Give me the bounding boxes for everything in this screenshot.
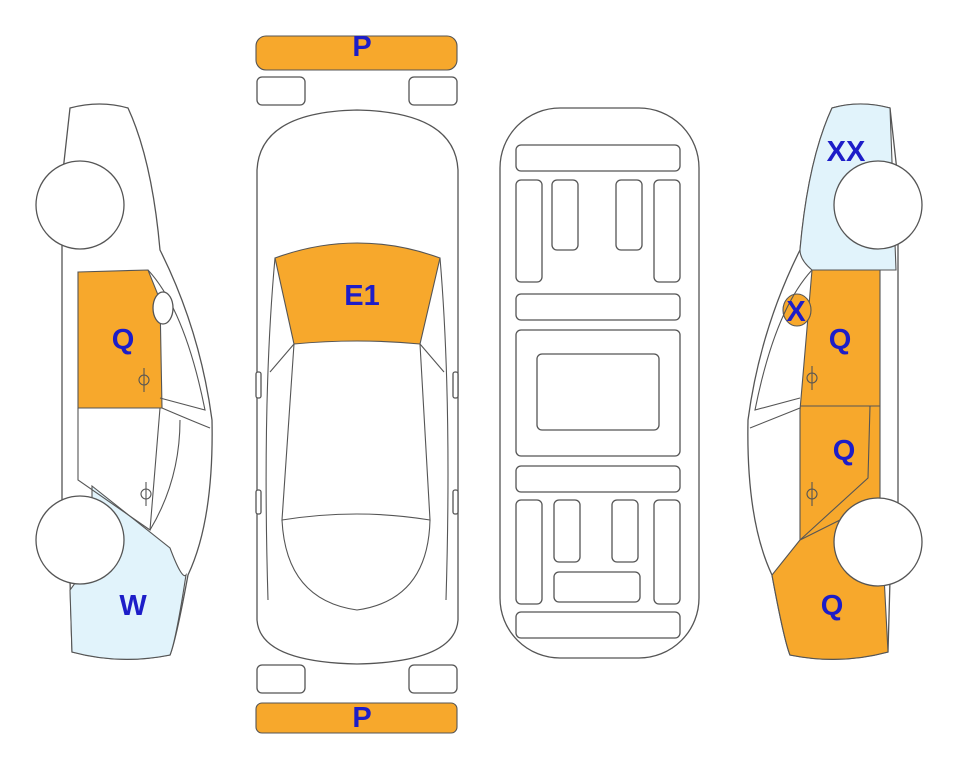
left-rear-quarter-label: W (119, 590, 147, 622)
left-side-front-wheel (35, 160, 125, 250)
left-door-handle-front (138, 368, 150, 392)
left-side-view (35, 103, 213, 660)
roof-outline (281, 343, 431, 521)
right-front-door-label: Q (829, 324, 852, 356)
right-mirror-top (452, 371, 459, 399)
ub-fr-rail (653, 179, 681, 283)
rear-bumper-label: P (352, 702, 371, 734)
rear-right-light (408, 664, 458, 694)
left-side-door-lower (77, 407, 161, 531)
ub-fl-rail (515, 179, 543, 283)
right-door-line (419, 343, 445, 373)
right-side-window-line (754, 269, 813, 411)
right-rear-door-label: Q (833, 435, 856, 467)
ub-front-bar (515, 144, 681, 172)
right-handle-top (452, 489, 459, 515)
ub-rr-box (611, 499, 639, 563)
ub-mid-bar-1 (515, 293, 681, 321)
left-mirror (152, 291, 174, 325)
ub-rl-box (553, 499, 581, 563)
ub-fr-box (615, 179, 643, 251)
right-side-view (747, 103, 923, 660)
damage-labels: P E1 P Q W XX X Q Q Q (112, 31, 866, 734)
ub-center-panel (536, 353, 660, 431)
ub-rl-rail (515, 499, 543, 605)
right-side-front-wheel (833, 160, 923, 250)
ub-rear-bar (515, 611, 681, 639)
right-rear-quarter-label: Q (821, 590, 844, 622)
front-bumper-damage (255, 35, 458, 71)
left-door-handle-rear (140, 482, 152, 506)
underbody-view (499, 107, 700, 659)
right-door-handle-rear (806, 482, 818, 506)
left-side-rear-wheel (35, 495, 125, 585)
left-body-line (265, 257, 276, 601)
right-door-handle-front (806, 366, 818, 390)
front-left-light (256, 76, 306, 106)
left-mirror-top (255, 371, 262, 399)
rear-window (281, 519, 431, 611)
ub-fl-box (551, 179, 579, 251)
ub-rear-center (553, 571, 641, 603)
ub-rr-rail (653, 499, 681, 605)
left-side-window-line (147, 269, 206, 411)
windshield-label: E1 (344, 280, 379, 312)
top-view (255, 35, 459, 734)
ub-mid-bar-2 (515, 465, 681, 493)
left-side-pillar-line (161, 407, 211, 429)
left-front-door-label: Q (112, 324, 135, 356)
left-front-door-damage (77, 269, 163, 409)
front-right-light (408, 76, 458, 106)
right-side-pillar-line (749, 407, 801, 429)
right-mirror-label: X (786, 296, 806, 328)
right-door-lower (799, 405, 871, 541)
right-side-rear-wheel (833, 497, 923, 587)
rear-left-light (256, 664, 306, 694)
rear-bumper-damage (255, 702, 458, 734)
front-bumper-label: P (352, 31, 371, 63)
left-handle-top (255, 489, 262, 515)
right-body-line (439, 257, 449, 601)
right-front-fender-label: XX (827, 136, 866, 168)
left-door-line (269, 343, 295, 373)
left-side-door-front (149, 419, 181, 531)
top-car-body (256, 109, 459, 665)
